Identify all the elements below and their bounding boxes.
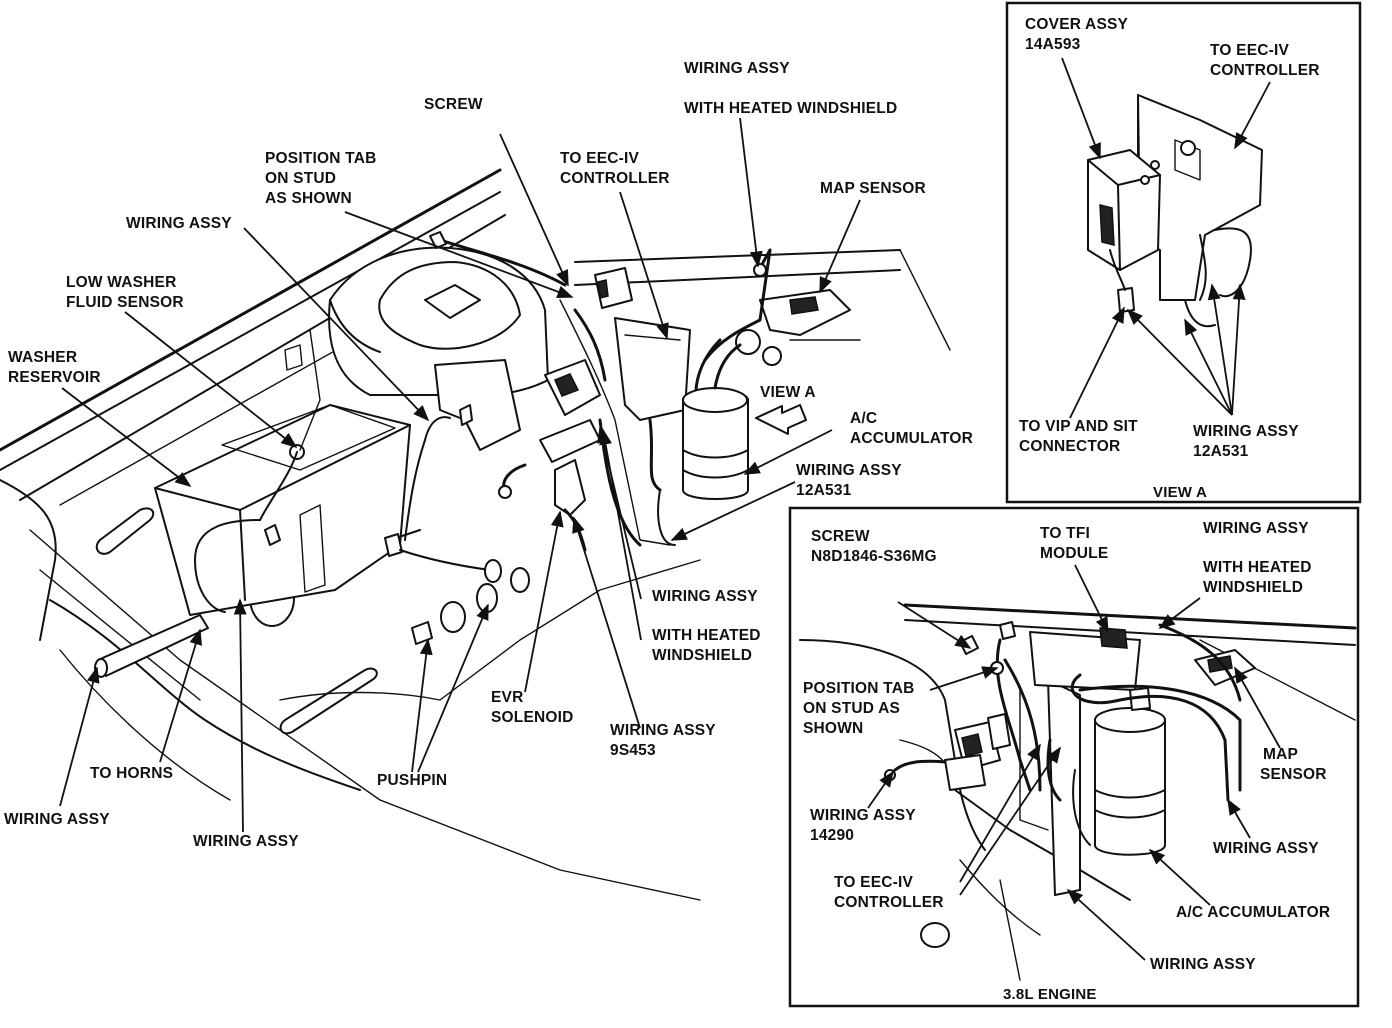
- label-position-tab-2: ON STUD: [265, 170, 336, 187]
- label-washer-reservoir-2: RESERVOIR: [8, 369, 101, 386]
- view-a-inset: COVER ASSY 14A593 TO EEC-IV CONTROLLER T…: [1005, 1, 1362, 504]
- label-low-washer-2: FLUID SENSOR: [66, 294, 184, 311]
- engine-label-map-2: SENSOR: [1260, 766, 1327, 783]
- engine-label-wiring-14290-1: WIRING ASSY: [810, 807, 916, 824]
- label-evr-1: EVR: [491, 689, 523, 706]
- label-wiring-heated-mid-3: WINDSHIELD: [652, 647, 752, 664]
- view-a-label-wiring-2: 12A531: [1193, 443, 1249, 460]
- label-eec-2: CONTROLLER: [560, 170, 670, 187]
- label-view-a-arrow: VIEW A: [760, 384, 816, 401]
- engine-label-wiring-assy-bottom: WIRING ASSY: [1150, 956, 1256, 973]
- label-wiring-assy-bottom-center: WIRING ASSY: [193, 833, 299, 850]
- label-wiring-assy-left: WIRING ASSY: [126, 215, 232, 232]
- main-labels: WIRING ASSY WITH HEATED WINDSHIELD SCREW…: [4, 60, 973, 850]
- view-a-label-cover-2: 14A593: [1025, 36, 1081, 53]
- engine-label-position-3: SHOWN: [803, 720, 863, 737]
- label-wiring-assy-bottom-left: WIRING ASSY: [4, 811, 110, 828]
- label-wiring-12a531-1: WIRING ASSY: [796, 462, 902, 479]
- label-to-horns: TO HORNS: [90, 765, 173, 782]
- label-position-tab-3: AS SHOWN: [265, 190, 352, 207]
- label-eec-1: TO EEC-IV: [560, 150, 639, 167]
- label-wiring-heated-mid-2: WITH HEATED: [652, 627, 761, 644]
- view-a-label-wiring-1: WIRING ASSY: [1193, 423, 1299, 440]
- view-a-label-eec-1: TO EEC-IV: [1210, 42, 1289, 59]
- engine-label-screw-1: SCREW: [811, 528, 870, 545]
- engine-label-map-1: MAP: [1263, 746, 1298, 763]
- label-evr-2: SOLENOID: [491, 709, 574, 726]
- engine-label-eec-2: CONTROLLER: [834, 894, 944, 911]
- label-wiring-assy-top: WIRING ASSY: [684, 60, 790, 77]
- label-wiring-9s453-2: 9S453: [610, 742, 656, 759]
- engine-label-wiring-heated-1: WIRING ASSY: [1203, 520, 1309, 537]
- engine-label-wiring-heated-3: WINDSHIELD: [1203, 579, 1303, 596]
- label-wiring-12a531-2: 12A531: [796, 482, 852, 499]
- label-wiring-9s453-1: WIRING ASSY: [610, 722, 716, 739]
- label-low-washer-1: LOW WASHER: [66, 274, 177, 291]
- view-a-label-vip-1: TO VIP AND SIT: [1019, 418, 1138, 435]
- label-washer-reservoir-1: WASHER: [8, 349, 77, 366]
- engine-frame: [788, 506, 1360, 1008]
- view-a-caption: VIEW A: [1153, 484, 1207, 501]
- label-wiring-heated-mid-1: WIRING ASSY: [652, 588, 758, 605]
- main-illustration: [0, 168, 951, 901]
- main-leaders: [59, 117, 861, 833]
- engine-label-tfi-2: MODULE: [1040, 545, 1108, 562]
- label-position-tab-1: POSITION TAB: [265, 150, 376, 167]
- engine-label-wiring-14290-2: 14290: [810, 827, 854, 844]
- engine-label-wiring-heated-2: WITH HEATED: [1203, 559, 1312, 576]
- view-a-label-eec-2: CONTROLLER: [1210, 62, 1320, 79]
- label-ac-2: ACCUMULATOR: [850, 430, 973, 447]
- engine-label-position-1: POSITION TAB: [803, 680, 914, 697]
- view-a-label-cover-1: COVER ASSY: [1025, 16, 1129, 33]
- engine-caption: 3.8L ENGINE: [1003, 986, 1097, 1003]
- label-map-sensor: MAP SENSOR: [820, 180, 926, 197]
- engine-inset: SCREW N8D1846-S36MG TO TFI MODULE WIRING…: [788, 506, 1360, 1008]
- engine-label-ac-accumulator: A/C ACCUMULATOR: [1176, 904, 1330, 921]
- engine-label-tfi-1: TO TFI: [1040, 525, 1090, 542]
- engine-label-wiring-assy-right: WIRING ASSY: [1213, 840, 1319, 857]
- view-a-label-vip-2: CONNECTOR: [1019, 438, 1120, 455]
- engine-label-eec-1: TO EEC-IV: [834, 874, 913, 891]
- engine-label-screw-2: N8D1846-S36MG: [811, 548, 937, 565]
- engine-label-position-2: ON STUD AS: [803, 700, 900, 717]
- label-pushpin: PUSHPIN: [377, 772, 447, 789]
- label-heated-windshield-top: WITH HEATED WINDSHIELD: [684, 100, 897, 117]
- label-screw: SCREW: [424, 96, 483, 113]
- label-ac-1: A/C: [850, 410, 877, 427]
